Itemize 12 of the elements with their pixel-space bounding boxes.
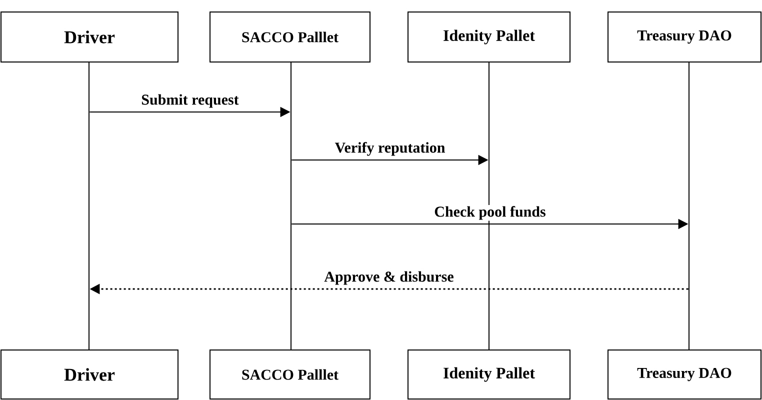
participant-box: Idenity Pallet: [408, 350, 570, 400]
participant-box: SACCO Palllet: [210, 350, 370, 400]
edge-label: Approve & disburse: [323, 270, 455, 286]
participant-box: Driver: [0, 350, 178, 400]
participant-box: SACCO Palllet: [210, 12, 370, 62]
edge-label: Verify reputation: [334, 141, 446, 157]
participant-box: Driver: [0, 12, 178, 62]
participant-box: Treasury DAO: [608, 12, 762, 62]
edge-label: Check pool funds: [433, 205, 547, 221]
participant-box: Idenity Pallet: [408, 12, 570, 62]
edge-label: Submit request: [140, 93, 240, 109]
participant-box: Treasury DAO: [608, 350, 762, 400]
